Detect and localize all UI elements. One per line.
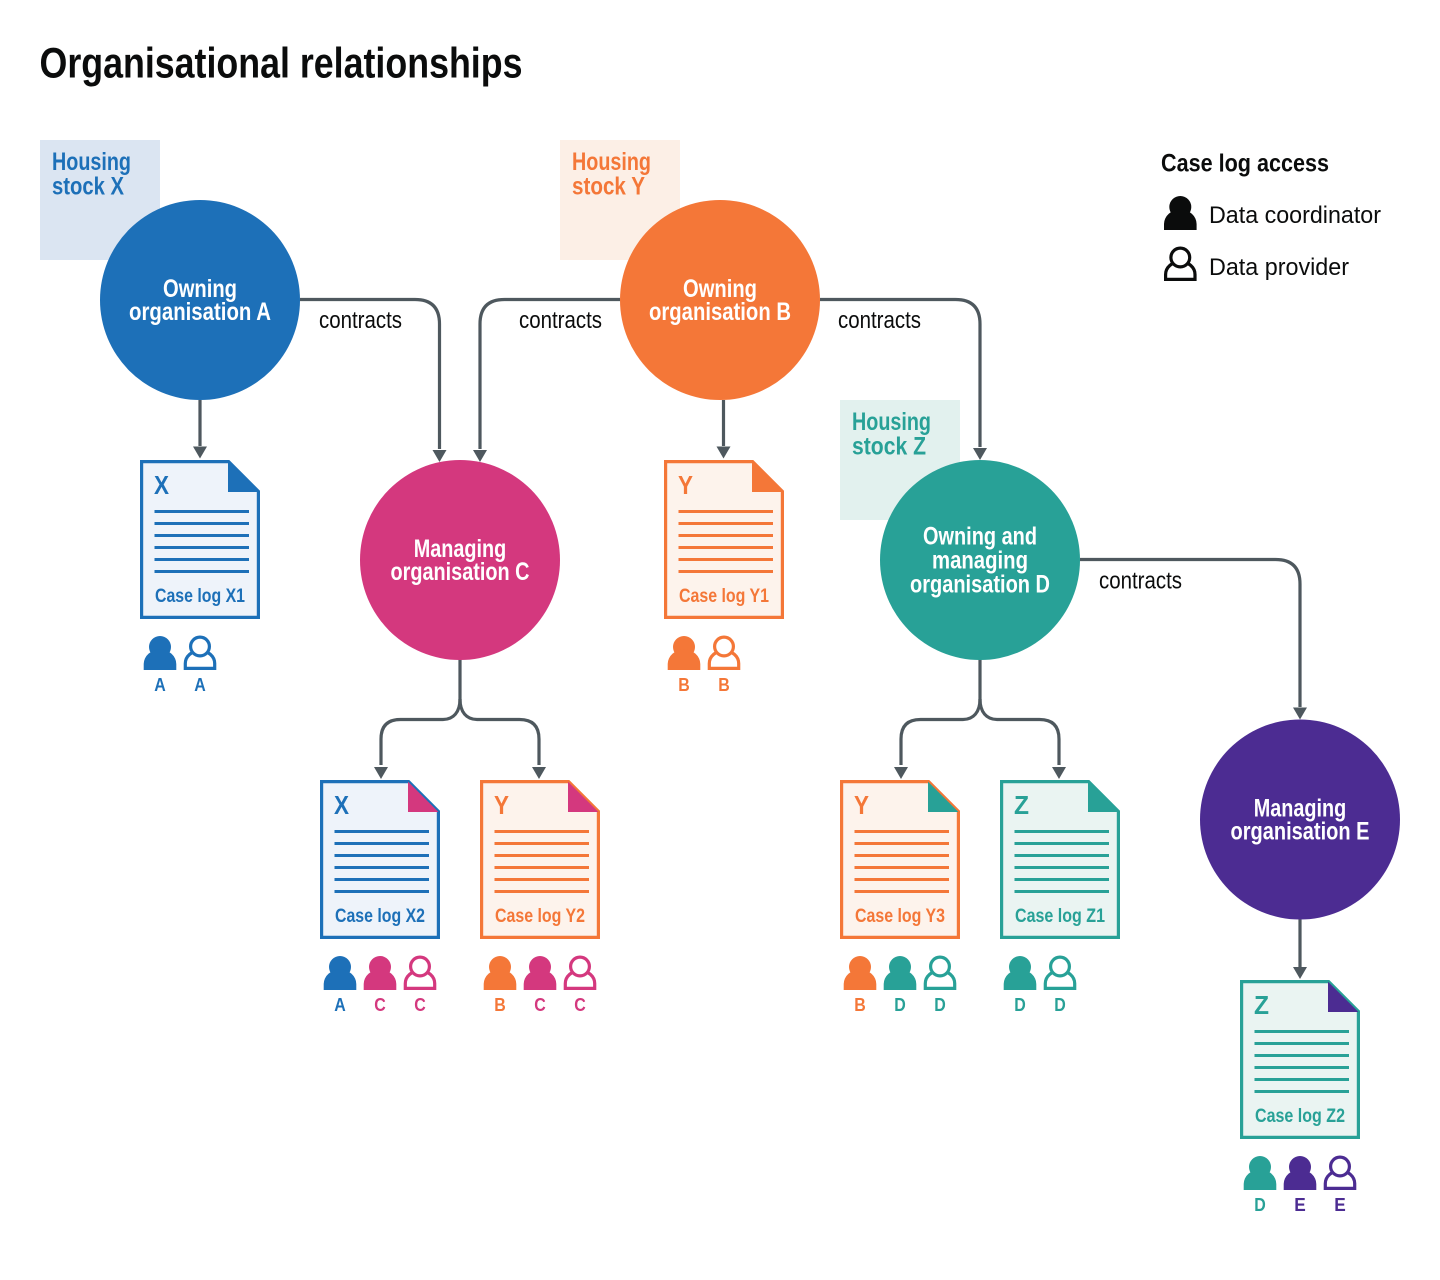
- svg-text:Z: Z: [1014, 790, 1029, 820]
- svg-text:A: A: [334, 995, 346, 1015]
- svg-text:Managing: Managing: [1254, 795, 1347, 823]
- svg-text:B: B: [718, 675, 730, 695]
- svg-text:C: C: [414, 995, 426, 1015]
- svg-text:B: B: [494, 995, 506, 1015]
- svg-text:D: D: [894, 995, 906, 1015]
- svg-text:organisation C: organisation C: [391, 558, 530, 586]
- svg-text:X: X: [334, 790, 350, 820]
- svg-text:Y: Y: [678, 470, 693, 500]
- svg-text:Organisational relationships: Organisational relationships: [40, 40, 523, 88]
- svg-text:D: D: [934, 995, 946, 1015]
- svg-text:managing: managing: [932, 547, 1028, 575]
- svg-text:organisation E: organisation E: [1231, 818, 1370, 846]
- svg-text:X: X: [154, 470, 170, 500]
- svg-text:Z: Z: [1254, 990, 1269, 1020]
- svg-text:Owning and: Owning and: [923, 523, 1037, 551]
- svg-text:Case log Z1: Case log Z1: [1015, 906, 1105, 927]
- svg-text:stock X: stock X: [52, 173, 124, 201]
- svg-text:C: C: [374, 995, 386, 1015]
- svg-text:Case log X2: Case log X2: [335, 906, 425, 927]
- svg-text:Housing: Housing: [852, 408, 931, 436]
- svg-text:Owning: Owning: [683, 275, 757, 303]
- svg-text:Y: Y: [854, 790, 869, 820]
- svg-text:Housing: Housing: [572, 148, 651, 176]
- svg-text:C: C: [574, 995, 586, 1015]
- svg-text:contracts: contracts: [319, 307, 402, 334]
- svg-text:D: D: [1054, 995, 1066, 1015]
- svg-text:B: B: [678, 675, 690, 695]
- svg-text:Case log Y3: Case log Y3: [855, 906, 945, 927]
- svg-text:organisation D: organisation D: [910, 571, 1050, 599]
- svg-text:contracts: contracts: [1099, 568, 1182, 595]
- svg-text:Owning: Owning: [163, 275, 237, 303]
- svg-text:E: E: [1294, 1195, 1306, 1215]
- svg-text:A: A: [194, 675, 206, 695]
- svg-text:A: A: [154, 675, 166, 695]
- svg-text:Case log access: Case log access: [1161, 150, 1329, 178]
- svg-text:stock Y: stock Y: [572, 173, 645, 201]
- svg-text:Managing: Managing: [414, 535, 507, 563]
- svg-text:stock Z: stock Z: [852, 433, 926, 461]
- svg-text:organisation B: organisation B: [649, 298, 791, 326]
- svg-text:Case log Y1: Case log Y1: [679, 586, 769, 607]
- svg-text:Data provider: Data provider: [1209, 254, 1349, 281]
- svg-text:E: E: [1334, 1195, 1346, 1215]
- svg-text:Case log X1: Case log X1: [155, 586, 245, 607]
- svg-text:organisation A: organisation A: [129, 298, 271, 326]
- svg-text:Data coordinator: Data coordinator: [1209, 202, 1381, 229]
- svg-text:C: C: [534, 995, 546, 1015]
- svg-text:contracts: contracts: [838, 307, 921, 334]
- svg-text:Y: Y: [494, 790, 509, 820]
- svg-text:B: B: [854, 995, 866, 1015]
- svg-text:D: D: [1014, 995, 1026, 1015]
- svg-text:contracts: contracts: [519, 307, 602, 334]
- svg-text:Housing: Housing: [52, 148, 131, 176]
- svg-text:Case log Z2: Case log Z2: [1255, 1106, 1345, 1127]
- svg-text:D: D: [1254, 1195, 1266, 1215]
- svg-text:Case log Y2: Case log Y2: [495, 906, 585, 927]
